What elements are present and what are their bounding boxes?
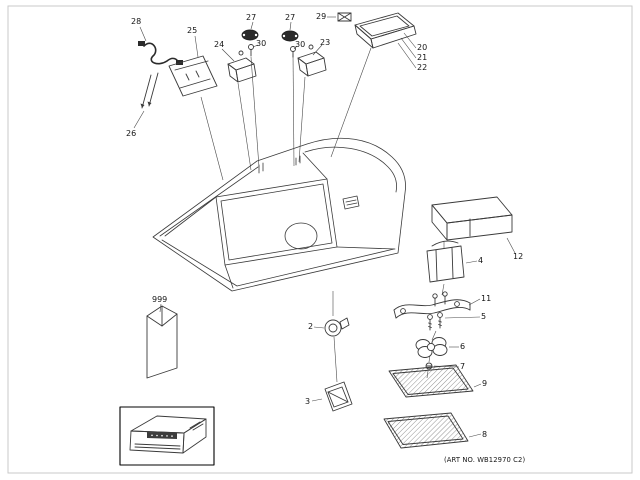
part-12-tray-drawing — [431, 196, 513, 241]
art-number-label: (ART NO. WB12970 C2) — [444, 456, 525, 464]
part-26-arrow-drawing — [140, 72, 159, 109]
part-29-clip-drawing — [337, 12, 352, 22]
part-label-3: 3 — [305, 397, 310, 406]
inset-assembled-unit — [119, 406, 215, 466]
part-label-6: 6 — [460, 342, 465, 351]
part-label-8: 8 — [482, 430, 487, 439]
part-label-26: 26 — [126, 129, 136, 138]
part-label-20: 20 — [417, 43, 427, 52]
part-11-bracket-drawing — [393, 299, 471, 319]
part-label-12: 12 — [513, 252, 523, 261]
part-label-29: 29 — [316, 12, 326, 21]
part-27b-grommet-drawing — [281, 30, 299, 42]
part-label-9: 9 — [482, 379, 487, 388]
part-label-999: 999 — [152, 295, 167, 304]
part-label-23: 23 — [320, 38, 330, 47]
part-label-25: 25 — [187, 26, 197, 35]
part-3-flap-drawing — [324, 381, 353, 412]
part-label-30a: 30 — [256, 39, 266, 48]
part-label-21: 21 — [417, 53, 427, 62]
part-2-clamp-drawing — [324, 317, 350, 337]
part-6-fan-blade-drawing — [415, 337, 448, 358]
part-30b-screw-drawing — [290, 46, 296, 58]
part-label-5: 5 — [481, 312, 486, 321]
part-23-bracket-drawing — [297, 44, 327, 77]
part-24-bracket-drawing — [227, 50, 257, 83]
part-5-screws-drawing — [427, 312, 443, 331]
leader-lines — [133, 16, 516, 438]
part-27a-grommet-drawing — [241, 29, 259, 41]
part-label-7: 7 — [460, 362, 465, 371]
part-label-28: 28 — [131, 17, 141, 26]
part-label-27a: 27 — [246, 13, 256, 22]
part-30a-screw-drawing — [248, 44, 254, 57]
part-label-24: 24 — [214, 40, 224, 49]
part-label-22: 22 — [417, 63, 427, 72]
part-999-envelope-drawing — [146, 305, 178, 379]
part-label-4: 4 — [478, 256, 483, 265]
hood-body-drawing — [152, 137, 406, 292]
part-9-filter-drawing — [388, 364, 474, 398]
part-label-30b: 30 — [295, 40, 305, 49]
part-8-filter-drawing — [383, 412, 469, 449]
part-25-housing-drawing — [168, 55, 218, 97]
part-20-21-22-damper-drawing — [354, 12, 417, 49]
part-label-11: 11 — [481, 294, 491, 303]
part-label-2: 2 — [308, 322, 313, 331]
part-label-27b: 27 — [285, 13, 295, 22]
part-labels: 28 25 24 27 30 27 30 23 29 20 21 22 26 9… — [126, 12, 523, 439]
page-border — [7, 5, 633, 474]
